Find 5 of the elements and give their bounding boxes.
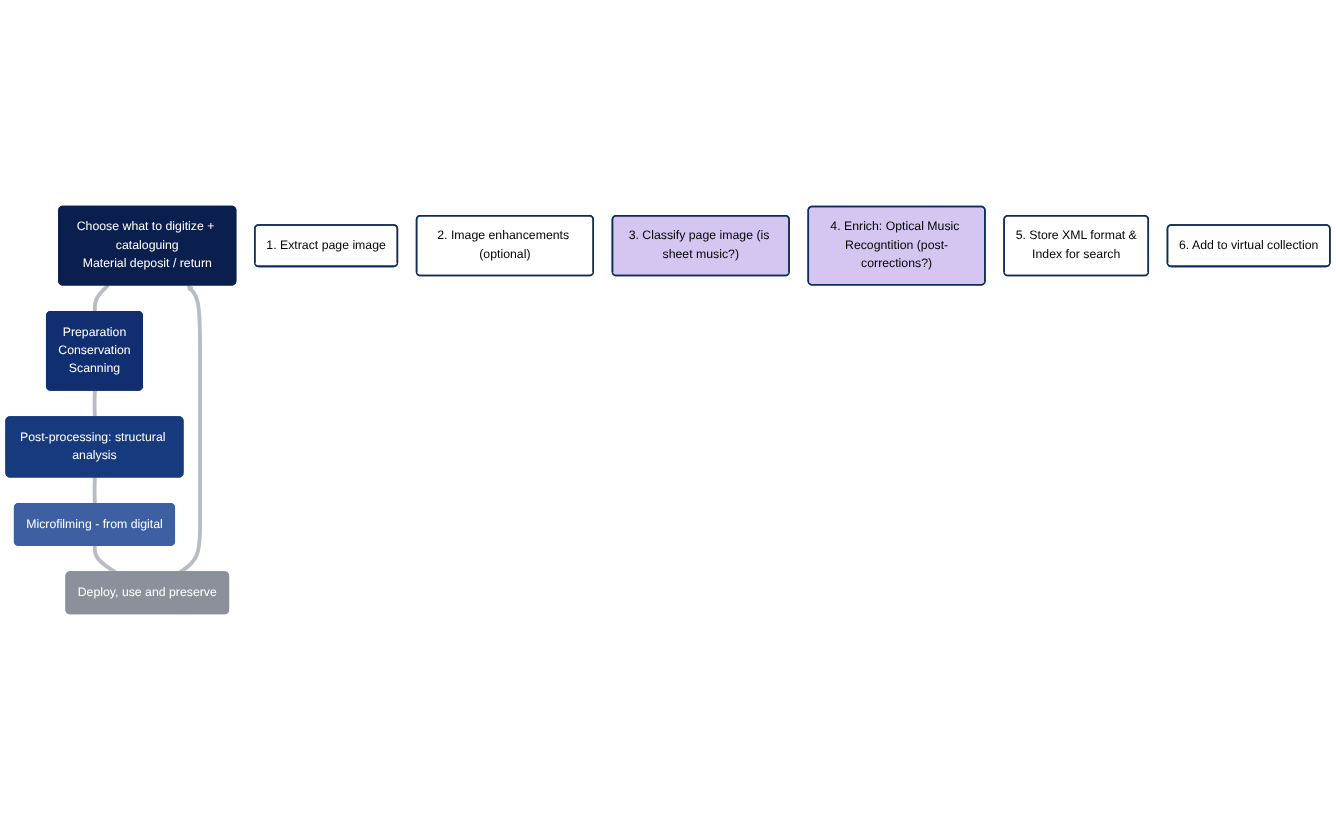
connector <box>92 477 97 505</box>
connector <box>92 283 110 313</box>
arrow <box>178 284 202 575</box>
connector <box>92 545 117 575</box>
connector <box>92 390 97 418</box>
